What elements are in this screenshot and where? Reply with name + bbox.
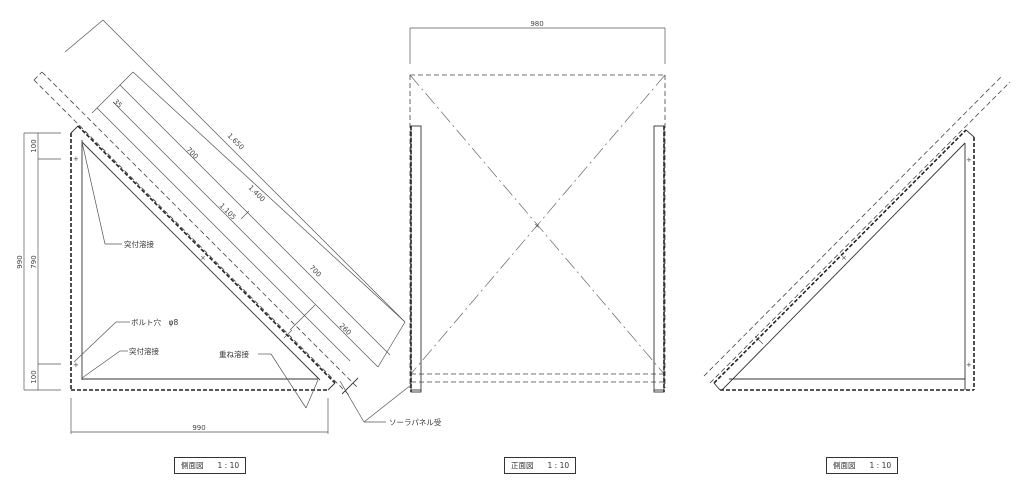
svg-text:+: + <box>73 361 79 369</box>
dim-1400: 1.400 <box>247 184 267 204</box>
view-title-text: 側面図 <box>833 461 856 470</box>
view-title-right-side: 側面図 1 : 10 <box>826 457 899 474</box>
view-scale: 1 : 10 <box>217 461 240 470</box>
dim-width: 990 <box>192 424 205 432</box>
dim-1105: 1.105 <box>218 202 238 222</box>
note-bolt-hole: ボルト穴 φ8 <box>131 317 178 327</box>
view-title-left-side: 側面図 1 : 10 <box>174 457 247 474</box>
dim-1650: 1.650 <box>226 132 246 152</box>
svg-text:+: + <box>966 156 972 164</box>
dim-total-height: 990 <box>16 255 24 268</box>
dim-bottom: 100 <box>30 370 38 383</box>
dim-700-lower: 700 <box>308 264 323 279</box>
note-butt-weld-top: 突付溶接 <box>124 239 154 249</box>
view-scale: 1 : 10 <box>869 461 892 470</box>
view-title-front: 正面図 1 : 10 <box>504 457 577 474</box>
dim-middle: 790 <box>30 255 38 268</box>
annotations: 突付溶接 ボルト穴 φ8 突付溶接 重ね溶接 ソーラパネル受 <box>73 141 442 427</box>
note-lap-weld: 重ね溶接 <box>219 349 249 359</box>
front-view: 980 × <box>409 20 666 393</box>
svg-text:+: + <box>73 155 79 163</box>
dim-35: 35 <box>112 98 124 110</box>
svg-text:×: × <box>200 254 206 262</box>
note-butt-weld-bottom: 突付溶接 <box>129 346 159 356</box>
dim-front-width: 980 <box>530 20 543 28</box>
vertical-dimensions: 990 100 790 100 <box>16 132 61 391</box>
dim-260: 260 <box>338 322 353 337</box>
right-side-view: + + × <box>703 75 1011 391</box>
view-scale: 1 : 10 <box>547 461 570 470</box>
left-side-view: 990 100 790 100 + + × <box>16 19 442 434</box>
svg-text:+: + <box>966 361 972 369</box>
svg-text:×: × <box>534 222 540 230</box>
svg-text:×: × <box>841 254 847 262</box>
horizontal-dimension: 990 <box>70 398 329 434</box>
view-title-text: 側面図 <box>181 461 204 470</box>
diagonal-dimensions: 35 1.650 700 1.400 1.105 700 260 <box>64 19 406 368</box>
dim-top: 100 <box>30 139 38 152</box>
dim-700-upper: 700 <box>185 146 200 161</box>
view-title-text: 正面図 <box>511 461 534 470</box>
note-solar-panel-mount: ソーラパネル受 <box>389 417 442 427</box>
